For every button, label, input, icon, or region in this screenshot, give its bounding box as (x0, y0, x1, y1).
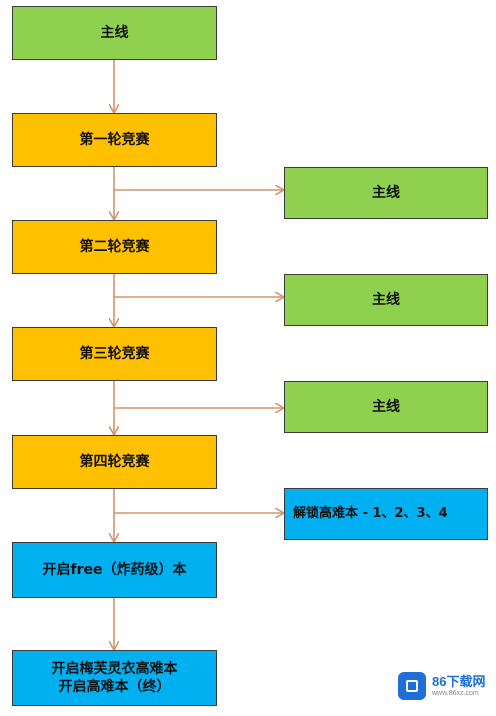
watermark-text: 86下载网 www.86xz.com (432, 673, 486, 698)
node-free-unlock: 开启free（炸药级）本 (12, 542, 217, 598)
watermark-title: 86下载网 (432, 673, 486, 689)
node-round4: 第四轮竞赛 (12, 435, 217, 489)
node-round1: 第一轮竞赛 (12, 113, 217, 167)
branch-node-unlock-hard: 解锁高难本 - 1、2、3、4 (284, 488, 488, 540)
site-logo-icon (398, 672, 426, 700)
branch-node-main-1: 主线 (284, 167, 488, 219)
node-final-unlock: 开启梅芙灵衣高难本 开启高难本（终） (12, 650, 217, 706)
watermark-subtitle: www.86xz.com (432, 689, 479, 697)
node-main: 主线 (12, 6, 217, 60)
watermark: 86下载网 www.86xz.com (398, 666, 494, 706)
node-round3: 第三轮竞赛 (12, 327, 217, 381)
branch-node-main-3: 主线 (284, 381, 488, 433)
node-round2: 第二轮竞赛 (12, 220, 217, 274)
branch-node-main-2: 主线 (284, 274, 488, 326)
